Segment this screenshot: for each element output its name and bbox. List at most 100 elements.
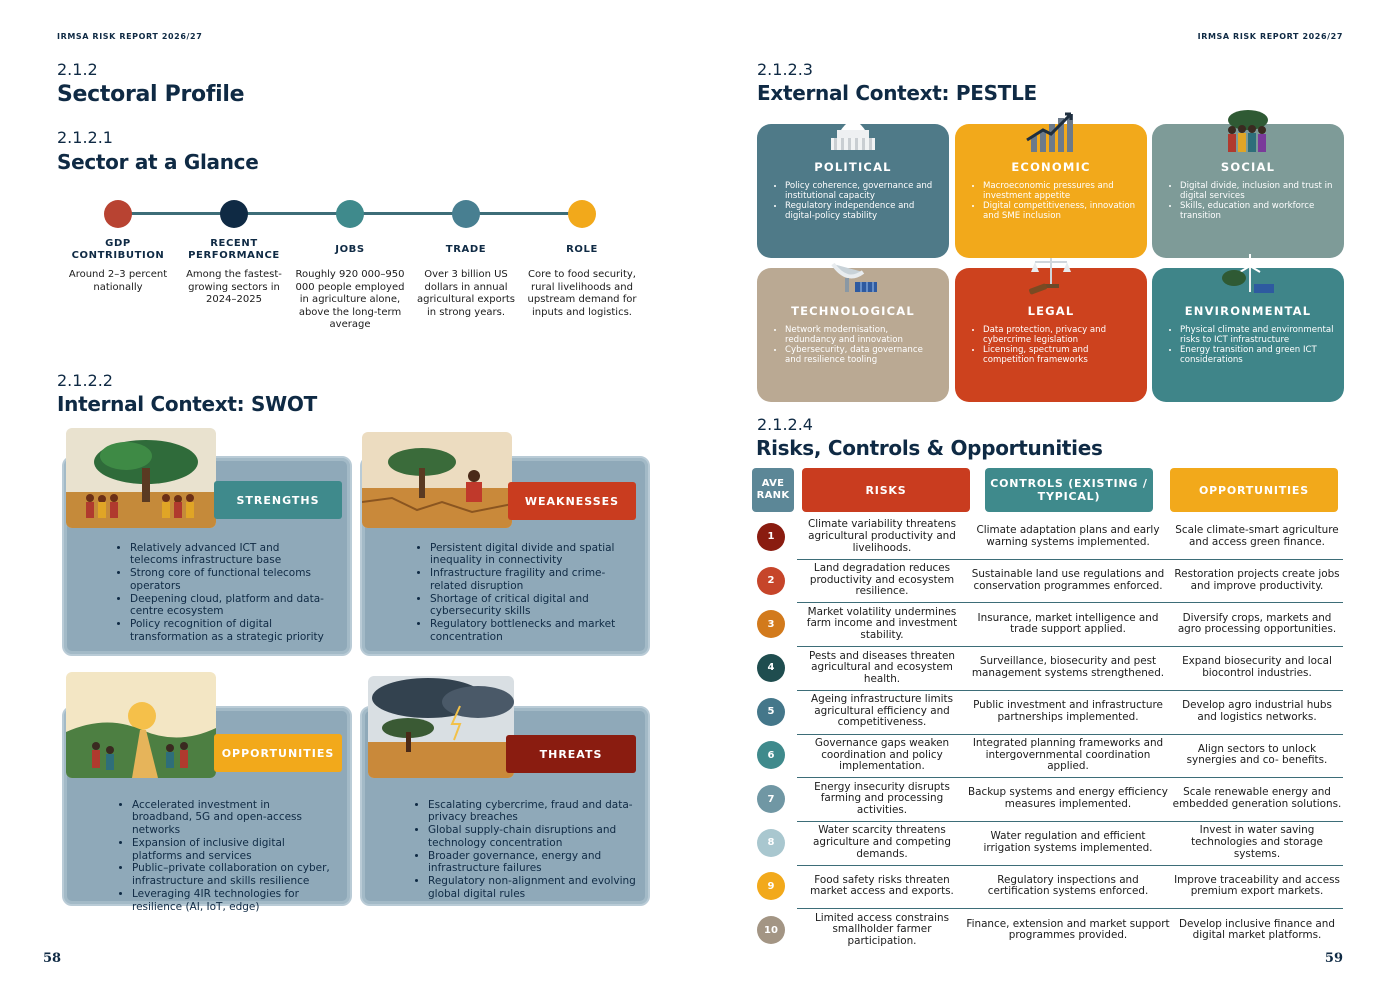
rank-badge: 10 xyxy=(757,916,785,945)
running-head-right: IRMSA RISK REPORT 2026/27 xyxy=(1197,32,1343,41)
header-opportunities: OPPORTUNITIES xyxy=(1170,468,1338,512)
risk-table-risk-cell: Food safety risks threaten market access… xyxy=(810,873,954,898)
timeline-dot xyxy=(568,200,596,228)
people-icon xyxy=(1218,110,1278,156)
risk-table-control-cell: Surveillance, biosecurity and pest manag… xyxy=(971,655,1165,679)
opportunities-band: OPPORTUNITIES xyxy=(214,734,342,772)
tree-people-illustration xyxy=(66,428,216,528)
section-number: 2.1.2 xyxy=(57,60,98,79)
timeline-label: RECENT PERFORMANCE xyxy=(188,238,280,261)
pestle-bullet: Digital divide, inclusion and trust in d… xyxy=(1180,181,1334,201)
swot-number: 2.1.2.2 xyxy=(57,371,113,390)
growth-chart-icon xyxy=(1021,110,1081,156)
pestle-bullet: Digital competitiveness, innovation and … xyxy=(983,201,1137,221)
bullet-item: Relatively advanced ICT and telecoms inf… xyxy=(130,542,330,568)
timeline-text: Roughly 920 000–950 000 people employed … xyxy=(295,269,405,331)
pestle-bullet: Licensing, spectrum and competition fram… xyxy=(983,345,1137,365)
risk-table-opportunity-cell: Scale renewable energy and embedded gene… xyxy=(1172,786,1342,811)
rank-badge: 3 xyxy=(757,610,785,639)
row-divider xyxy=(797,820,1343,822)
bullet-item: Broader governance, energy and infrastru… xyxy=(428,850,636,876)
strengths-list: Relatively advanced ICT and telecoms inf… xyxy=(90,531,330,654)
row-divider xyxy=(797,864,1343,866)
timeline-dot xyxy=(336,200,364,228)
rank-badge: 2 xyxy=(757,566,785,595)
pestle-card-list: Data protection, privacy and cybercrime … xyxy=(969,325,1137,365)
row-divider xyxy=(797,558,1343,560)
risk-table-opportunity-cell: Restoration projects create jobs and imp… xyxy=(1174,567,1340,592)
weaknesses-band: WEAKNESSES xyxy=(508,482,636,520)
pestle-number: 2.1.2.3 xyxy=(757,60,813,79)
pestle-card-title: ENVIRONMENTAL xyxy=(1184,304,1312,318)
bullet-item: Regulatory bottlenecks and market concen… xyxy=(430,618,634,644)
pestle-card-title: POLITICAL xyxy=(814,160,892,174)
risk-table-control-cell: Sustainable land use regulations and con… xyxy=(971,567,1165,592)
pestle-bullet: Policy coherence, governance and institu… xyxy=(785,181,939,201)
glance-title: Sector at a Glance xyxy=(57,150,259,174)
risk-table-risk-cell: Land degradation reduces productivity an… xyxy=(809,562,955,598)
opportunities-list: Accelerated investment in broadband, 5G … xyxy=(92,788,332,924)
row-divider xyxy=(797,777,1343,779)
pestle-card-technological: TECHNOLOGICAL Network modernisation, redu… xyxy=(757,262,949,402)
satellite-dish-icon xyxy=(823,254,883,300)
pestle-card-title: TECHNOLOGICAL xyxy=(791,304,915,318)
rank-badge: 5 xyxy=(757,697,785,726)
bullet-item: Expansion of inclusive digital platforms… xyxy=(132,837,332,863)
pestle-card-list: Network modernisation, redundancy and in… xyxy=(771,325,939,365)
rank-badge: 6 xyxy=(757,741,785,770)
page-number-right: 59 xyxy=(1324,951,1343,966)
row-divider xyxy=(797,602,1343,604)
risk-table-control-cell: Insurance, market intelligence and trade… xyxy=(977,611,1159,636)
glance-number: 2.1.2.1 xyxy=(57,128,113,147)
bullet-item: Persistent digital divide and spatial in… xyxy=(430,542,634,568)
risk-table-control-cell: Climate adaptation plans and early warni… xyxy=(976,524,1160,548)
pestle-card-legal: LEGAL Data protection, privacy and cyberc… xyxy=(955,258,1147,402)
risk-table-risk-cell: Pests and diseases threaten agricultural… xyxy=(808,649,956,685)
risk-table-risk-cell: Market volatility undermines farm income… xyxy=(806,605,958,642)
risk-table-control-cell: Integrated planning frameworks and inter… xyxy=(972,736,1164,773)
risk-table-opportunity-cell: Expand biosecurity and local biocontrol … xyxy=(1182,655,1332,679)
weaknesses-list: Persistent digital divide and spatial in… xyxy=(390,531,634,654)
page-number-left: 58 xyxy=(43,951,62,966)
pestle-card-political: POLITICAL Policy coherence, governance an… xyxy=(757,110,949,258)
risks-title: Risks, Controls & Opportunities xyxy=(756,436,1103,460)
header-risks: RISKS xyxy=(802,468,970,512)
bullet-item: Leveraging 4IR technologies for resilien… xyxy=(132,888,332,914)
timeline-text: Around 2–3 percent nationally xyxy=(68,269,168,293)
timeline-label: GDP CONTRIBUTION xyxy=(71,238,165,261)
pestle-bullet: Regulatory independence and digital-poli… xyxy=(785,201,939,221)
risk-table-control-cell: Backup systems and energy efficiency mea… xyxy=(968,786,1168,811)
risk-table-opportunity-cell: Invest in water saving technologies and … xyxy=(1191,824,1323,860)
pestle-bullet: Network modernisation, redundancy and in… xyxy=(785,325,939,345)
bullet-item: Strong core of functional telecoms opera… xyxy=(130,567,330,593)
row-divider xyxy=(797,689,1343,691)
strengths-band: STRENGTHS xyxy=(214,481,342,519)
timeline-text: Among the fastest-growing sectors in 202… xyxy=(186,269,282,306)
risk-table-opportunity-cell: Diversify crops, markets and agro proces… xyxy=(1177,611,1337,636)
pestle-card-title: LEGAL xyxy=(1027,304,1075,318)
timeline-label: JOBS xyxy=(335,244,365,255)
bullet-item: Global supply-chain disruptions and tech… xyxy=(428,824,636,850)
row-divider xyxy=(797,908,1343,910)
pestle-card-list: Macroeconomic pressures and investment a… xyxy=(969,181,1137,221)
header-controls: CONTROLS (EXISTING / TYPICAL) xyxy=(985,468,1153,512)
rank-badge: 9 xyxy=(757,872,785,901)
running-head-left: IRMSA RISK REPORT 2026/27 xyxy=(57,32,203,41)
risk-table-control-cell: Finance, extension and market support pr… xyxy=(966,917,1170,942)
risk-table-control-cell: Regulatory inspections and certification… xyxy=(987,873,1149,898)
bullet-item: Infrastructure fragility and crime-relat… xyxy=(430,567,634,593)
pestle-card-environmental: ENVIRONMENTALPhysical climate and enviro… xyxy=(1152,254,1344,402)
timeline-dot xyxy=(220,200,248,228)
risk-table-risk-cell: Climate variability threatens agricultur… xyxy=(807,518,957,554)
timeline-dot xyxy=(104,200,132,228)
bullet-item: Policy recognition of digital transforma… xyxy=(130,618,330,644)
rank-badge: 7 xyxy=(757,785,785,814)
bullet-item: Deepening cloud, platform and data-centr… xyxy=(130,593,330,619)
risk-table-risk-cell: Limited access constrains smallholder fa… xyxy=(814,911,950,947)
risk-table-opportunity-cell: Scale climate-smart agriculture and acce… xyxy=(1175,524,1339,548)
risk-table-opportunity-cell: Develop inclusive finance and digital ma… xyxy=(1179,917,1335,942)
rank-badge: 1 xyxy=(757,522,785,551)
rank-badge: 4 xyxy=(757,653,785,682)
risk-table-control-cell: Public investment and infrastructure par… xyxy=(973,699,1163,723)
pestle-card-title: ECONOMIC xyxy=(1011,160,1091,174)
